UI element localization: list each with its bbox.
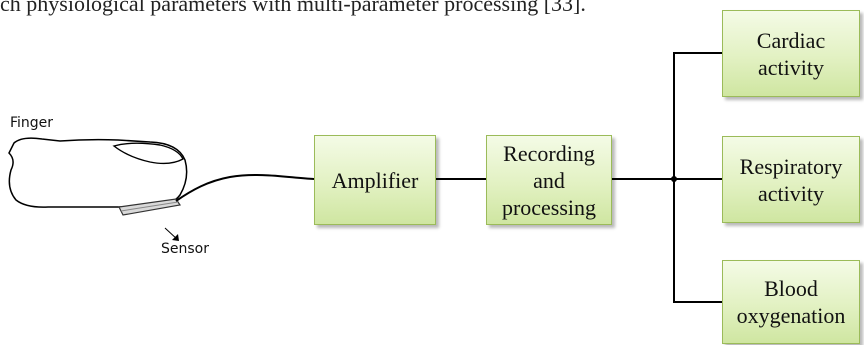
cardiac-activity-label: Cardiac activity xyxy=(756,27,826,80)
respiratory-activity-label: Respiratory activity xyxy=(739,153,843,206)
sensor-device-edge xyxy=(120,201,179,212)
blood-oxygenation-block: Blood oxygenation xyxy=(722,260,860,344)
caption-text: ch physiological parameters with multi-p… xyxy=(0,0,586,16)
cardiac-activity-block: Cardiac activity xyxy=(722,10,860,97)
recording-processing-block: Recording and processing xyxy=(486,135,612,225)
sensor-pointer-arrowhead xyxy=(172,234,179,241)
sensor-label: Sensor xyxy=(161,241,209,257)
sensor-cable xyxy=(175,174,315,202)
recording-processing-label: Recording and processing xyxy=(501,140,597,220)
amplifier-block: Amplifier xyxy=(314,135,436,225)
branch-junction-dot xyxy=(671,176,677,182)
finger-outline xyxy=(8,137,188,208)
fingernail xyxy=(112,142,184,165)
finger-label: Finger xyxy=(10,115,54,131)
amplifier-label: Amplifier xyxy=(331,167,419,193)
respiratory-activity-block: Respiratory activity xyxy=(722,136,860,223)
blood-oxygenation-label: Blood oxygenation xyxy=(736,276,846,328)
